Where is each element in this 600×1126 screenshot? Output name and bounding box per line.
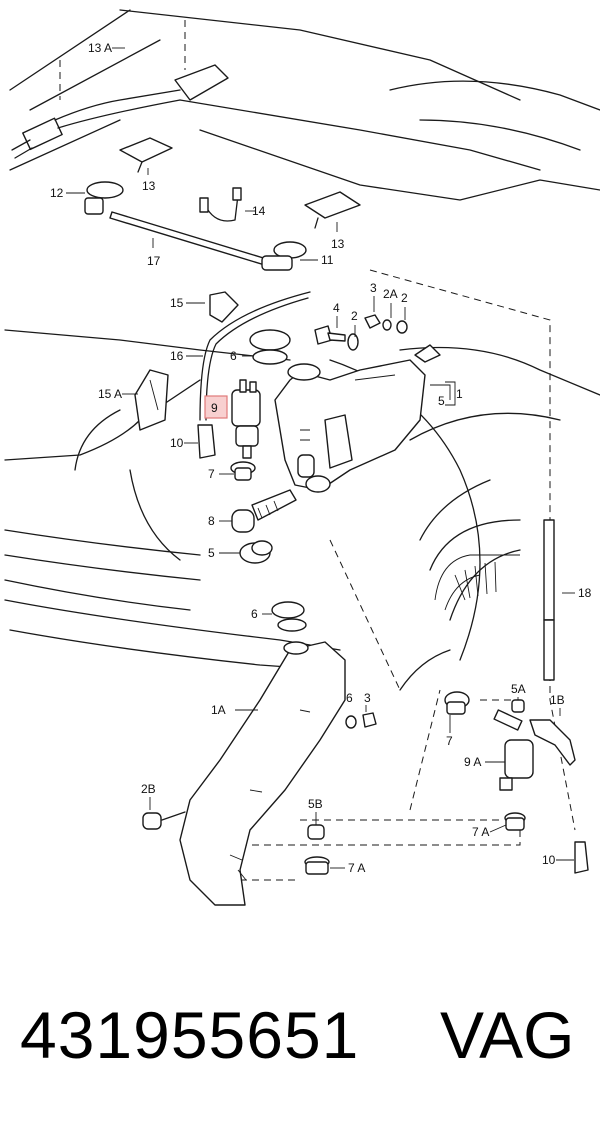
bracket-5 — [414, 344, 451, 400]
label-9: 9 — [211, 401, 218, 415]
hose-14 — [199, 187, 242, 222]
label-4: 4 — [333, 301, 340, 315]
label-11: 11 — [321, 253, 334, 267]
label-1b: 1B — [550, 693, 565, 707]
nozzle-cap-13-left — [119, 137, 173, 173]
label-5b: 5B — [308, 797, 323, 811]
hose-17 — [109, 211, 271, 267]
grommet-7a-right — [504, 812, 526, 831]
reservoir-upper — [274, 359, 426, 493]
level-sender-8 — [231, 489, 297, 533]
label-17: 17 — [147, 254, 161, 268]
labels: 13 A 12 13 14 13 17 11 15 16 6 15 A 9 10… — [50, 41, 592, 875]
nozzle-cap-13-right — [304, 191, 361, 229]
cap-5a — [511, 699, 525, 713]
harness-13a — [11, 64, 229, 159]
body-outline — [4, 9, 600, 691]
pump-9 — [231, 379, 261, 459]
grommet-7-right — [444, 691, 470, 715]
label-16: 16 — [170, 349, 184, 363]
label-9a: 9 A — [464, 755, 481, 769]
label-6c: 6 — [346, 691, 353, 705]
label-7: 7 — [208, 467, 215, 481]
label-8: 8 — [208, 514, 215, 528]
label-7-right: 7 — [446, 734, 453, 748]
label-1: 1 — [456, 387, 463, 401]
elbow-10-right — [574, 841, 589, 874]
label-2: 2 — [351, 309, 358, 323]
label-13a: 13 A — [88, 41, 112, 55]
label-2-second: 2 — [401, 291, 408, 305]
grommet-2b — [142, 811, 186, 830]
label-5: 5 — [208, 546, 215, 560]
label-6b: 6 — [251, 607, 258, 621]
label-2b: 2B — [141, 782, 156, 796]
part-number: 431955651 — [20, 998, 360, 1072]
label-7a-right: 7 A — [472, 825, 489, 839]
label-7a: 7 A — [348, 861, 365, 875]
rod-18 — [543, 519, 555, 681]
bracket-15a — [134, 369, 169, 431]
nut-3 — [364, 314, 408, 334]
gasket-6-top — [249, 329, 291, 365]
label-5-right: 5 — [438, 394, 445, 408]
footer: 431955651 VAG — [0, 990, 600, 1080]
brand-name: VAG — [440, 998, 575, 1072]
label-15: 15 — [170, 296, 184, 310]
hose-16 — [199, 291, 311, 421]
reservoir-lower-1a — [179, 641, 377, 906]
label-2a: 2A — [383, 287, 398, 301]
grommet-7a-left — [304, 856, 330, 875]
cap-5 — [239, 540, 273, 564]
label-13: 13 — [142, 179, 156, 193]
label-10b: 10 — [542, 853, 556, 867]
label-14: 14 — [252, 204, 266, 218]
label-leaders — [66, 47, 575, 869]
label-3: 3 — [370, 281, 377, 295]
pump-9a — [493, 709, 534, 791]
label-3b: 3 — [364, 691, 371, 705]
label-10: 10 — [170, 436, 184, 450]
parts-diagram: 13 A 12 13 14 13 17 11 15 16 6 15 A 9 10… — [4, 9, 600, 906]
nozzle-11 — [261, 241, 307, 271]
cap-5b — [307, 824, 325, 840]
highlight-box — [204, 395, 228, 419]
bolt-4 — [314, 325, 359, 351]
leader-dashes — [59, 20, 576, 881]
label-5a: 5A — [511, 682, 526, 696]
clip-15 — [209, 291, 239, 323]
grommet-7 — [230, 461, 256, 481]
label-6: 6 — [230, 349, 237, 363]
nozzle-12 — [84, 181, 124, 215]
label-15a: 15 A — [98, 387, 122, 401]
label-1a: 1A — [211, 703, 226, 717]
label-12: 12 — [50, 186, 64, 200]
label-13b: 13 — [331, 237, 345, 251]
gasket-6-lower — [271, 601, 307, 632]
bracket-1b — [529, 719, 576, 766]
label-18: 18 — [578, 586, 592, 600]
wheel-arch — [434, 554, 520, 611]
elbow-10 — [197, 424, 216, 459]
